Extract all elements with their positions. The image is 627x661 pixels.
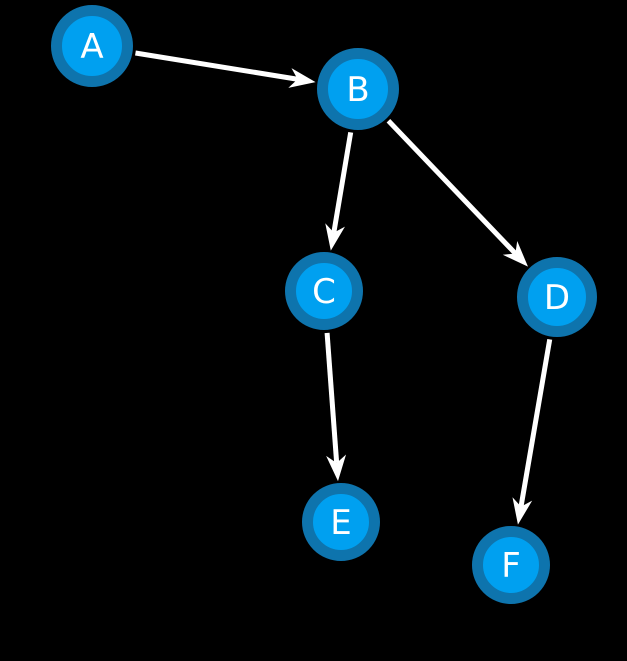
graph-node-a[interactable]: A: [51, 5, 133, 87]
graph-edge-a-b[interactable]: [135, 50, 316, 88]
node-circle: [51, 5, 133, 87]
graph-node-b[interactable]: B: [317, 48, 399, 130]
node-circle: [472, 526, 550, 604]
node-circle: [302, 483, 380, 561]
graph-node-d[interactable]: D: [517, 257, 597, 337]
graph-node-f[interactable]: F: [472, 526, 550, 604]
edge-line: [331, 131, 354, 234]
edge-arrowhead: [325, 223, 345, 251]
graph-edge-b-c[interactable]: [325, 131, 354, 251]
graph-edge-d-f[interactable]: [512, 338, 553, 525]
edge-line: [135, 50, 298, 82]
graph-edge-c-e[interactable]: [324, 332, 347, 482]
edge-arrowhead: [288, 68, 316, 88]
edge-arrowhead: [502, 240, 528, 267]
graph-edge-b-d[interactable]: [386, 119, 528, 267]
edge-line: [324, 332, 340, 464]
node-circle: [517, 257, 597, 337]
edge-line: [386, 119, 518, 256]
node-layer: A B C D E F: [51, 5, 597, 604]
graph-node-c[interactable]: C: [285, 252, 363, 330]
node-circle: [285, 252, 363, 330]
graph-node-e[interactable]: E: [302, 483, 380, 561]
edge-arrowhead: [512, 497, 533, 525]
edge-line: [518, 338, 553, 508]
edge-arrowhead: [326, 454, 347, 482]
node-circle: [317, 48, 399, 130]
edge-layer: [135, 50, 553, 525]
